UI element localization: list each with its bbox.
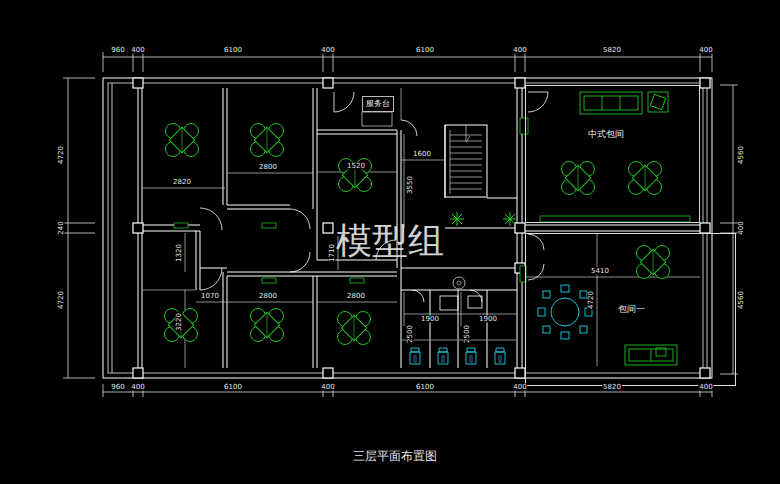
dimension-text: 1710 [329, 243, 336, 263]
dimension-text: 400 [512, 47, 527, 54]
dimension-text: 400 [698, 47, 713, 54]
dimension-text: 6100 [415, 47, 435, 54]
dimension-text: 1600 [412, 151, 432, 158]
dimension-text: 2820 [172, 179, 192, 186]
dimension-text: 5410 [590, 268, 610, 275]
dimension-text: 1320 [176, 243, 183, 263]
room-name: 包间一 [618, 305, 645, 314]
dimension-text: 3220 [176, 312, 183, 332]
dimension-text: 1900 [478, 316, 498, 323]
dimension-text: 960 [110, 384, 125, 391]
dimension-text: 400 [130, 384, 145, 391]
service-counter: 服务台 [362, 96, 394, 112]
dimension-text: 1900 [420, 316, 440, 323]
dimension-text: 2500 [464, 324, 471, 344]
room-region: 包间一 [525, 233, 736, 386]
dimension-text: 4560 [738, 290, 745, 310]
dimension-text: 5820 [602, 47, 622, 54]
dimension-text: 3550 [407, 175, 414, 195]
dimension-text: 2800 [346, 293, 366, 300]
dimension-text: 6100 [415, 384, 435, 391]
dimension-text: 1070 [200, 293, 220, 300]
dimension-text: 4720 [58, 290, 65, 310]
dimension-text: 5820 [602, 384, 622, 391]
watermark: 模型组 [336, 223, 444, 259]
dimension-text: 240 [58, 220, 65, 235]
room-name: 中式包间 [588, 130, 624, 139]
dimension-text: 4720 [588, 290, 595, 310]
dimension-text: 960 [110, 47, 125, 54]
dimension-text: 2500 [407, 324, 414, 344]
dimension-text: 400 [130, 47, 145, 54]
dimension-text: 400 [512, 384, 527, 391]
room-region: 中式包间 [525, 85, 700, 223]
dimension-text: 400 [698, 384, 713, 391]
dimension-text: 2800 [258, 293, 278, 300]
dimension-text: 400 [738, 220, 745, 235]
dimension-text: 2800 [258, 164, 278, 171]
dimension-text: 6100 [223, 47, 243, 54]
dimension-text: 6100 [223, 384, 243, 391]
room-name: 服务台 [366, 100, 390, 108]
dimension-text: 4560 [738, 145, 745, 165]
dimension-text: 4720 [58, 145, 65, 165]
dimension-text: 400 [320, 47, 335, 54]
drawing-caption: 三层平面布置图 [353, 450, 437, 462]
dimension-text: 1520 [346, 163, 366, 170]
dimension-text: 400 [320, 384, 335, 391]
